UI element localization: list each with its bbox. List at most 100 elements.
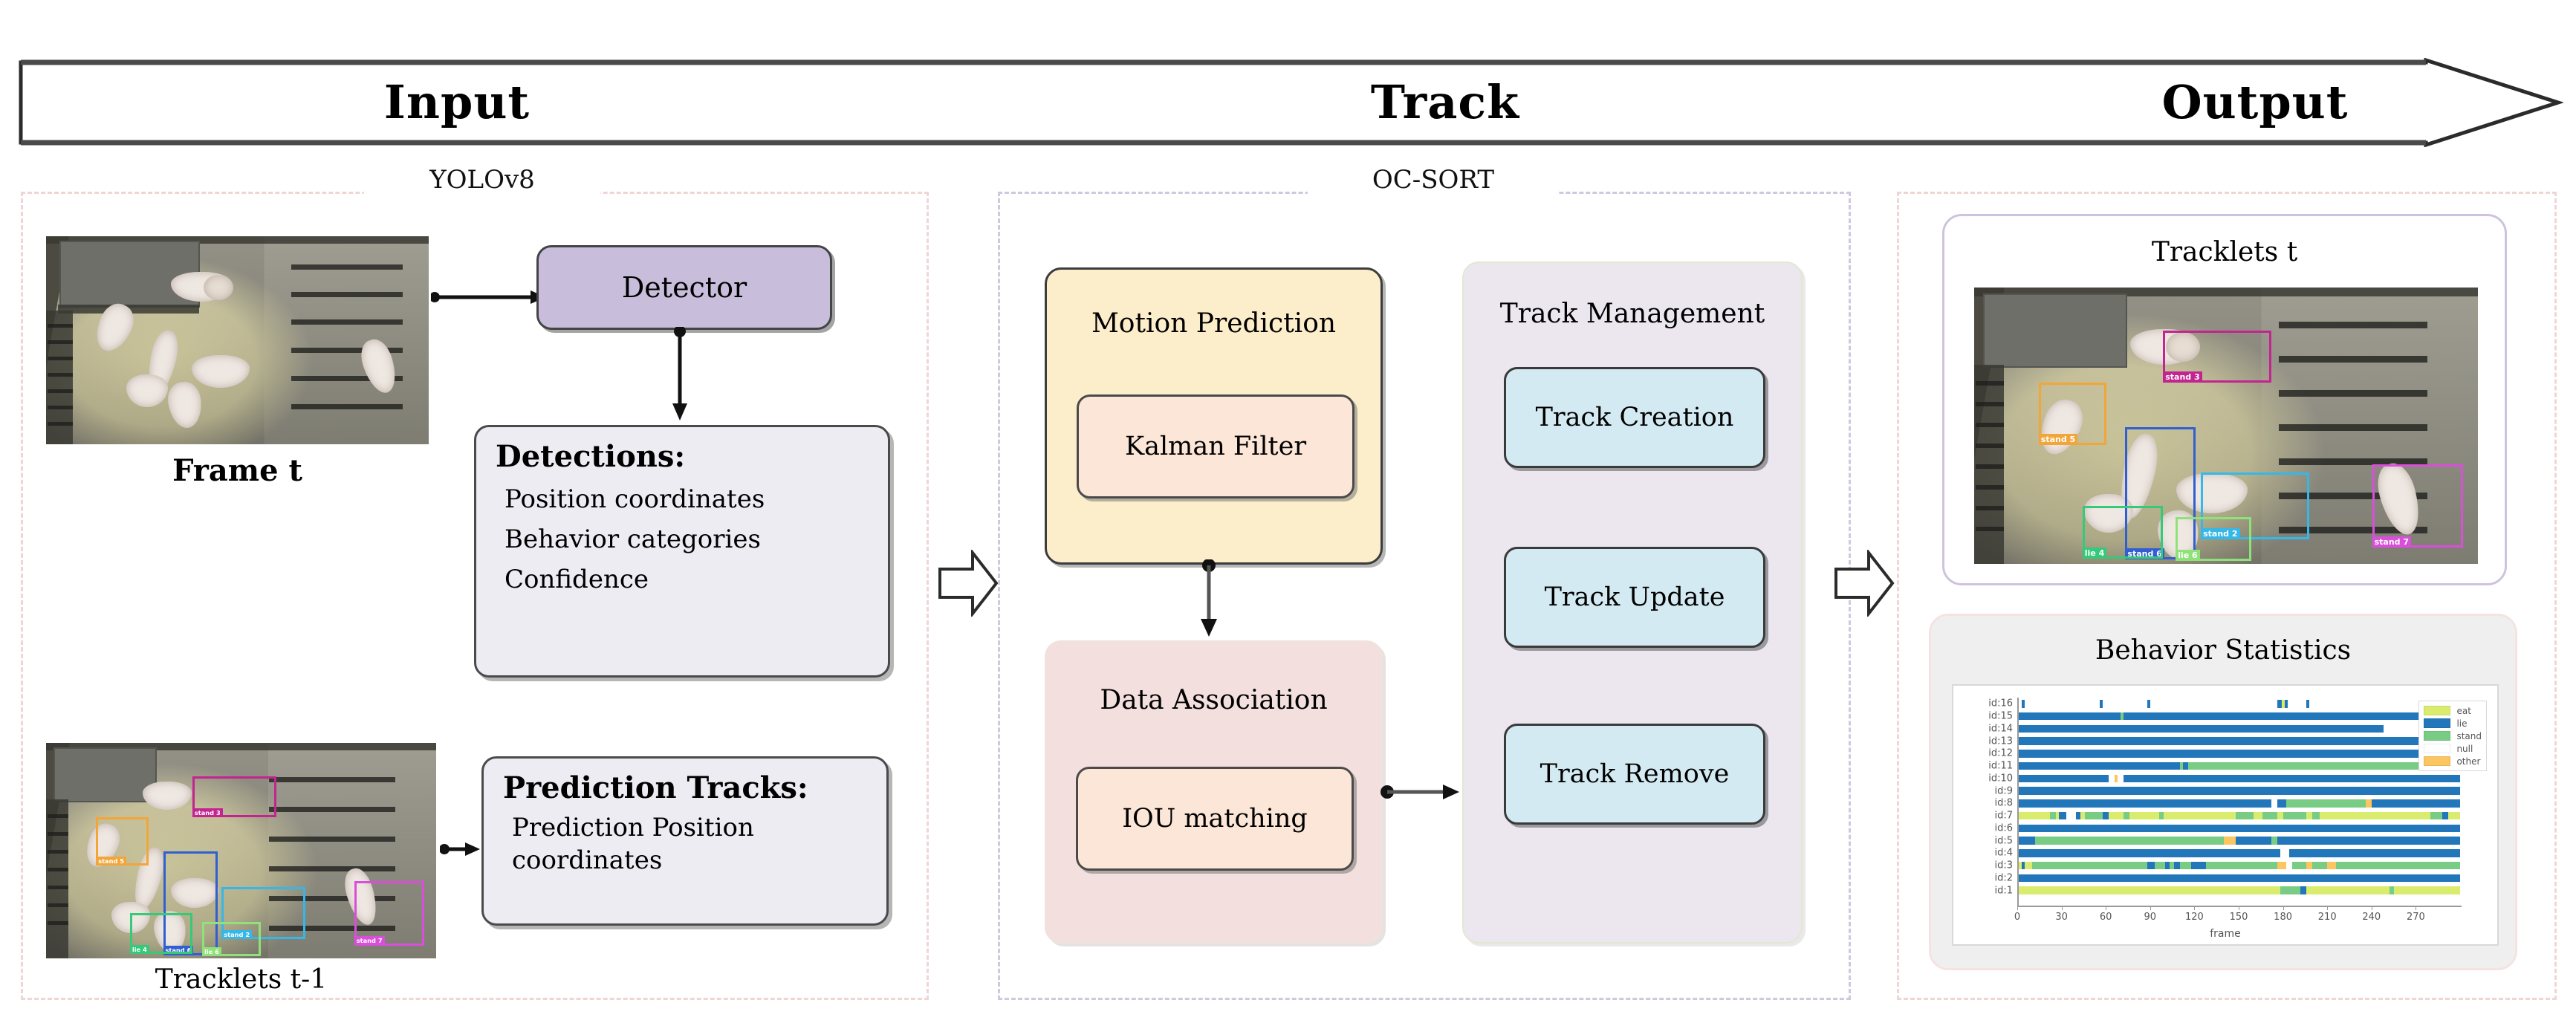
track-remove-label: Track Remove [1540,759,1730,789]
chart-segment [2017,774,2109,783]
detection-box: lie 4 [129,913,192,955]
chart-segment [2277,799,2286,808]
chart-x-label: 210 [2317,912,2337,923]
detection-label: stand 3 [192,808,223,818]
chart-segment [2393,886,2460,894]
detections-box: Detections: Position coordinates Behavio… [474,425,890,678]
kalman-filter-node[interactable]: Kalman Filter [1077,394,1354,498]
chart-segment [2306,886,2390,894]
chart-x-tick [2017,906,2018,910]
chart-x-tick [2061,906,2063,910]
chart-x-label: 270 [2406,912,2425,923]
chart-y-label: id:12 [1988,747,2013,759]
chart-x-label: 120 [2184,912,2204,923]
chart-segment [2182,761,2189,770]
chart-segment [2109,774,2115,783]
banner-stage-output: Output [2161,74,2349,129]
chart-segment [2017,861,2022,870]
detection-label: lie 4 [129,944,149,955]
chart-segment [2076,811,2081,820]
chart-legend-swatch [2424,706,2451,715]
chart-segment [2206,861,2277,870]
stage-banner-arrow: Input Track Output [19,58,2563,147]
chart-x-axis-title: frame [2210,928,2241,940]
output-stage-panel [1897,192,2557,1000]
chart-segment [2129,811,2159,820]
chart-segment [2371,799,2460,808]
chart-segment [2017,737,2460,745]
chart-segment [2154,861,2165,870]
chart-y-label: id:16 [1988,698,2013,709]
chart-segment [2312,861,2328,870]
chart-segment [2285,799,2366,808]
detector-label: Detector [621,271,747,304]
detection-box: stand 3 [2163,330,2272,383]
chart-segment [2309,700,2460,708]
motion-prediction-title: Motion Prediction [1091,308,1337,339]
chart-legend-swatch [2424,744,2451,753]
chart-segment [2430,811,2443,820]
chart-legend-label: stand [2456,730,2482,741]
chart-segment [2021,861,2025,870]
chart-x-label: 150 [2229,912,2248,923]
chart-y-label: id:4 [1994,847,2013,859]
track-update-label: Track Update [1544,582,1725,612]
chart-segment [2147,861,2155,870]
banner-stage-input: Input [383,74,531,129]
chart-x-tick [2327,906,2329,910]
track-update-node[interactable]: Track Update [1504,547,1765,648]
track-creation-label: Track Creation [1535,403,1734,432]
chart-segment [2055,811,2059,820]
chart-legend-item: other [2424,755,2482,767]
iou-matching-node[interactable]: IOU matching [1076,767,1354,871]
chart-legend-item: stand [2424,730,2482,742]
yolov8-label: YOLOv8 [364,165,600,195]
chart-segment [2179,861,2192,870]
chart-segment [2150,700,2277,708]
prediction-tracks-box: Prediction Tracks: Prediction Position c… [481,756,889,926]
kalman-filter-label: Kalman Filter [1124,432,1307,461]
chart-y-label: id:10 [1988,773,2013,785]
detection-label: stand 2 [2201,527,2240,539]
chart-segment [2066,811,2077,820]
banner-arrow-shape [19,58,2563,147]
chart-segment [2306,700,2310,708]
detection-box: lie 6 [2176,516,2251,562]
chart-segment [2121,712,2124,721]
chart-segment [2291,861,2307,870]
track-creation-node[interactable]: Track Creation [1504,367,1765,468]
data-association-title: Data Association [1100,685,1328,715]
chart-segment [2021,700,2025,708]
chart-segment [2277,837,2460,845]
chart-x-label: 90 [2144,912,2157,923]
chart-y-label: id:8 [1994,797,2013,809]
tracklets-output-title: Tracklets t [2151,237,2298,267]
chart-segment [2284,700,2288,708]
chart-segment [2024,861,2032,870]
detection-label: lie 4 [2082,547,2107,559]
chart-legend-item: eat [2424,704,2482,717]
detection-box: stand 2 [2201,472,2309,539]
detector-node[interactable]: Detector [536,245,832,330]
track-management-title: Track Management [1499,299,1765,329]
chart-segment [2017,824,2460,833]
block-arrow-track-to-output [1834,548,1895,620]
chart-segment [2124,811,2129,820]
detection-label: stand 2 [221,929,253,939]
chart-y-label: id:14 [1988,723,2013,735]
track-remove-node[interactable]: Track Remove [1504,724,1765,825]
chart-y-label: id:9 [1994,785,2013,797]
detection-box: lie 4 [2082,505,2164,559]
prediction-tracks-title: Prediction Tracks: [503,770,808,805]
frame-t-caption: Frame t [172,453,302,488]
chart-y-label: id:1 [1994,885,2013,897]
chart-x-tick [2150,906,2151,910]
chart-segment [2100,700,2103,708]
detection-box: stand 2 [221,887,306,939]
chart-segment [2103,811,2109,820]
